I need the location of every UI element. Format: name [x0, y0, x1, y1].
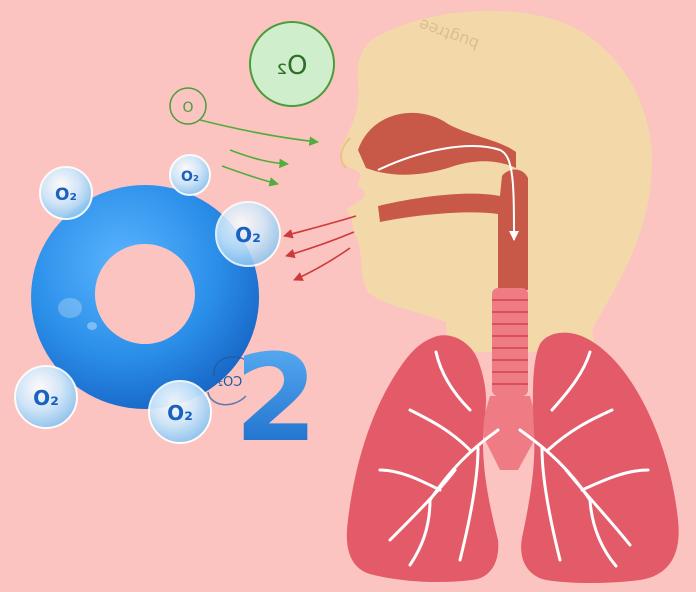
left-lung — [347, 335, 498, 582]
right-lung — [521, 333, 679, 583]
bubble-label: O₂ — [181, 169, 199, 185]
bubble-label: O₂ — [167, 401, 193, 425]
o2-bubble-2: O₂ — [170, 155, 210, 195]
bubble-label: O₂ — [33, 386, 59, 410]
o-small-label: O — [182, 100, 193, 116]
o2-bubble-1: O₂ — [40, 167, 92, 219]
bubble-label: O₂ — [55, 185, 77, 205]
o2-molecule-icon: O₂ — [250, 22, 334, 106]
bubble-label: O₂ — [235, 223, 261, 247]
o2-bubble-4: O₂ — [15, 366, 77, 428]
exhale-arrows — [284, 216, 356, 280]
o2-bubble-5: O₂ — [149, 381, 211, 443]
o2-bubble-3: O₂ — [216, 202, 280, 266]
big-two-label: 2 — [234, 330, 318, 469]
o-molecule-icon: O — [170, 88, 206, 124]
inhale-arrows — [200, 120, 318, 184]
o2-mirrored-label: O₂ — [277, 51, 308, 81]
